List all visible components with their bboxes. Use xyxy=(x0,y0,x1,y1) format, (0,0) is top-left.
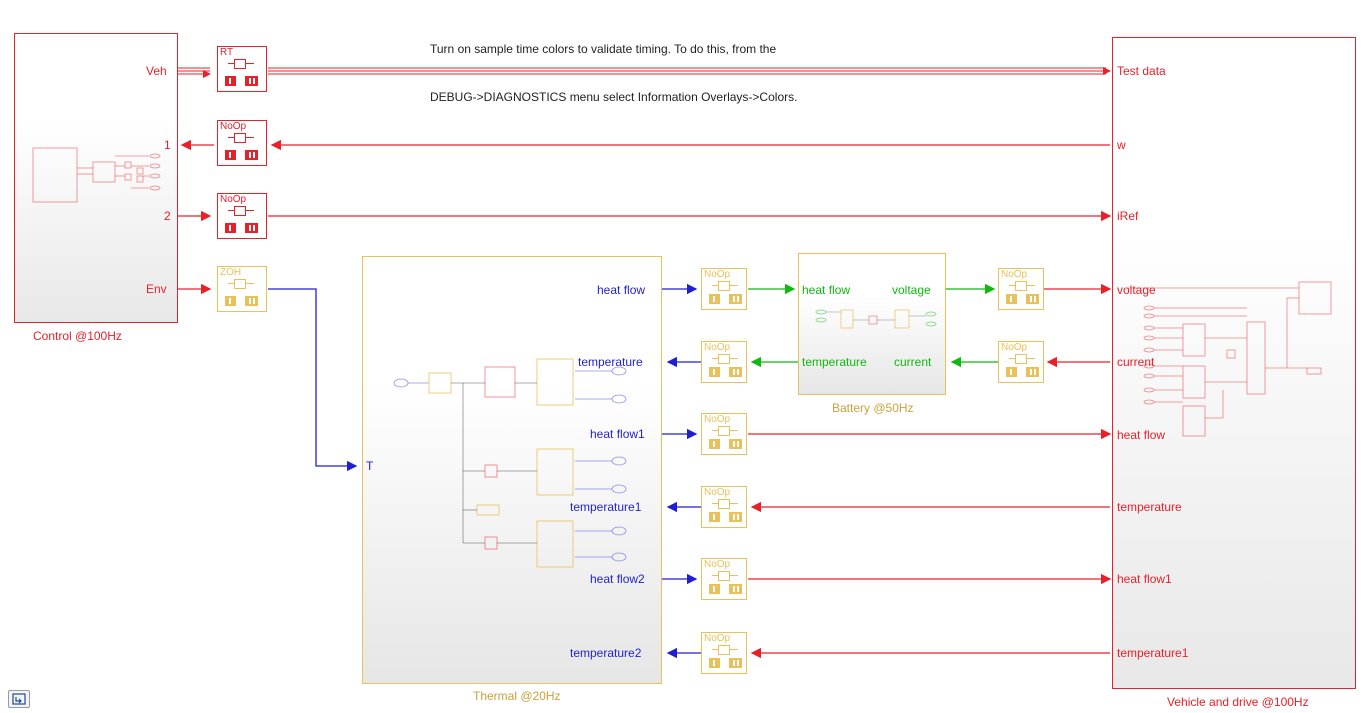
rate-transition-label: NoOp xyxy=(704,342,731,353)
vehicle-caption: Vehicle and drive @100Hz xyxy=(1167,695,1309,709)
vehicle-port-voltage: voltage xyxy=(1117,283,1156,297)
battery-internal-preview-icon xyxy=(815,309,937,329)
rate-transition-label: RT xyxy=(220,47,234,58)
signal-veh-bus[interactable] xyxy=(178,67,1111,78)
vehicle-port-temperature: temperature xyxy=(1117,500,1182,514)
thermal-subsystem[interactable] xyxy=(362,256,662,684)
vehicle-port-heat-flow: heat flow xyxy=(1117,428,1166,442)
rate-transition-temperature1[interactable]: NoOp xyxy=(701,486,747,528)
vehicle-port-current: current xyxy=(1117,355,1155,369)
thermal-port-t: T xyxy=(366,459,374,473)
rate-transition-label: NoOp xyxy=(704,269,731,280)
annotation-line-2: DEBUG->DIAGNOSTICS menu select Informati… xyxy=(430,90,798,104)
thermal-port-heat-flow1: heat flow1 xyxy=(590,427,645,441)
hide-show-browser-icon xyxy=(12,693,26,705)
rate-transition-voltage[interactable]: NoOp xyxy=(998,268,1044,310)
thermal-port-temperature1: temperature1 xyxy=(570,500,642,514)
rate-transition-label: NoOp xyxy=(220,194,247,205)
thermal-port-heat-flow: heat flow xyxy=(597,283,646,297)
rate-transition-label: ZOH xyxy=(220,267,242,278)
rate-transition-label: NoOp xyxy=(704,487,731,498)
rate-transition-noop-w[interactable]: NoOp xyxy=(217,120,267,166)
control-internal-preview-icon xyxy=(32,147,161,203)
vehicle-port-w: w xyxy=(1117,138,1126,152)
vehicle-drive-subsystem[interactable] xyxy=(1112,37,1356,689)
battery-port-voltage: voltage xyxy=(892,283,931,297)
battery-port-temperature: temperature xyxy=(802,355,867,369)
control-port-1: 1 xyxy=(164,138,171,152)
battery-port-heat-flow: heat flow xyxy=(802,283,851,297)
rate-transition-label: NoOp xyxy=(1001,269,1028,280)
vehicle-port-temperature1: temperature1 xyxy=(1117,646,1189,660)
control-subsystem[interactable] xyxy=(14,33,178,323)
rate-transition-label: NoOp xyxy=(704,414,731,425)
thermal-port-temperature2: temperature2 xyxy=(570,646,642,660)
rate-transition-label: NoOp xyxy=(220,121,247,132)
control-port-2: 2 xyxy=(164,209,171,223)
annotation-line-1: Turn on sample time colors to validate t… xyxy=(430,42,777,56)
model-browser-toggle-button[interactable] xyxy=(8,690,30,708)
thermal-caption: Thermal @20Hz xyxy=(473,689,561,703)
battery-port-current: current xyxy=(894,355,932,369)
thermal-port-temperature: temperature xyxy=(578,355,643,369)
rate-transition-temperature[interactable]: NoOp xyxy=(701,341,747,383)
vehicle-port-test-data: Test data xyxy=(1117,64,1166,78)
thermal-internal-preview-icon xyxy=(393,358,627,568)
rate-transition-temperature2[interactable]: NoOp xyxy=(701,632,747,674)
rate-transition-label: NoOp xyxy=(1001,342,1028,353)
rate-transition-heat-flow2[interactable]: NoOp xyxy=(701,558,747,600)
thermal-port-heat-flow2: heat flow2 xyxy=(590,572,645,586)
rate-transition-current[interactable]: NoOp xyxy=(998,341,1044,383)
rate-transition-zoh[interactable]: ZOH xyxy=(217,266,267,312)
vehicle-port-iref: iRef xyxy=(1117,209,1139,223)
battery-subsystem[interactable] xyxy=(798,253,946,395)
control-caption: Control @100Hz xyxy=(33,329,122,343)
rate-transition-heat-flow[interactable]: NoOp xyxy=(701,268,747,310)
rate-transition-label: NoOp xyxy=(704,633,731,644)
control-port-env: Env xyxy=(146,282,167,296)
control-port-veh: Veh xyxy=(146,64,167,78)
rate-transition-heat-flow1[interactable]: NoOp xyxy=(701,413,747,455)
vehicle-internal-preview-icon xyxy=(1127,281,1332,437)
annotation-note[interactable]: Turn on sample time colors to validate t… xyxy=(430,9,950,121)
rate-transition-rt[interactable]: RT xyxy=(217,46,267,92)
signal-env[interactable] xyxy=(178,283,358,472)
battery-caption: Battery @50Hz xyxy=(832,401,914,415)
rate-transition-noop-iref[interactable]: NoOp xyxy=(217,193,267,239)
rate-transition-label: NoOp xyxy=(704,559,731,570)
vehicle-port-heat-flow1: heat flow1 xyxy=(1117,572,1172,586)
